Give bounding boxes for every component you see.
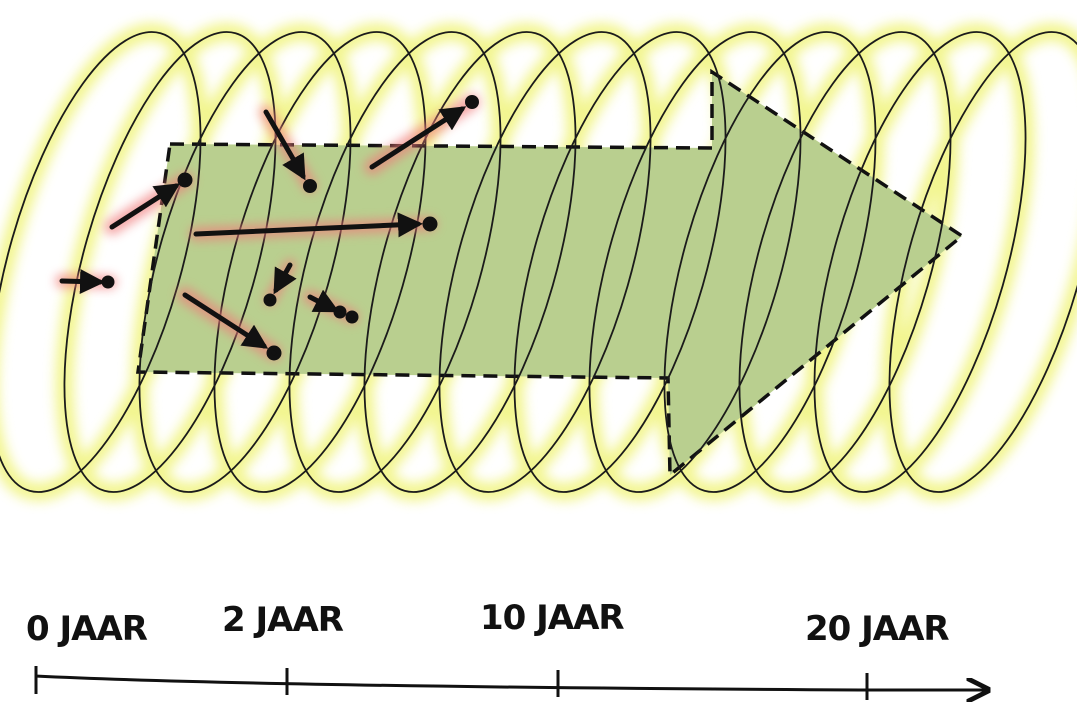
spiral-loop xyxy=(888,31,1077,493)
spiral-loop xyxy=(588,31,802,493)
spiral-loop xyxy=(513,31,727,493)
small-arrow xyxy=(182,292,269,349)
label-0-jaar: 0 JAAR xyxy=(26,609,148,649)
spiral-loop xyxy=(63,31,277,493)
label-10-jaar: 10 JAAR xyxy=(480,598,624,638)
label-2-jaar: 2 JAAR xyxy=(222,600,344,640)
spiral-loop xyxy=(363,31,577,493)
label-20-jaar: 20 JAAR xyxy=(805,609,949,649)
small-arrow xyxy=(59,268,105,294)
timeline-labels: 0 JAAR 2 JAAR 10 JAAR 20 JAAR xyxy=(26,598,950,649)
spiral-loop xyxy=(663,31,877,493)
spiral-loop xyxy=(138,31,352,493)
spiral-loop xyxy=(738,31,952,493)
spiral-loops xyxy=(0,31,1077,493)
dashed-arrow xyxy=(135,68,965,479)
small-arrow xyxy=(369,106,467,170)
small-arrows-group xyxy=(55,94,480,361)
small-arrow xyxy=(263,109,306,181)
small-arrow xyxy=(273,262,297,295)
spiral-loop xyxy=(813,31,1027,493)
small-arrow xyxy=(307,289,340,313)
spiral-loop xyxy=(0,31,202,493)
spiral-loop xyxy=(288,31,502,493)
timeline-axis xyxy=(34,666,988,700)
small-arrow xyxy=(109,183,181,230)
spiral-loop xyxy=(438,31,652,493)
small-arrow xyxy=(193,212,423,238)
